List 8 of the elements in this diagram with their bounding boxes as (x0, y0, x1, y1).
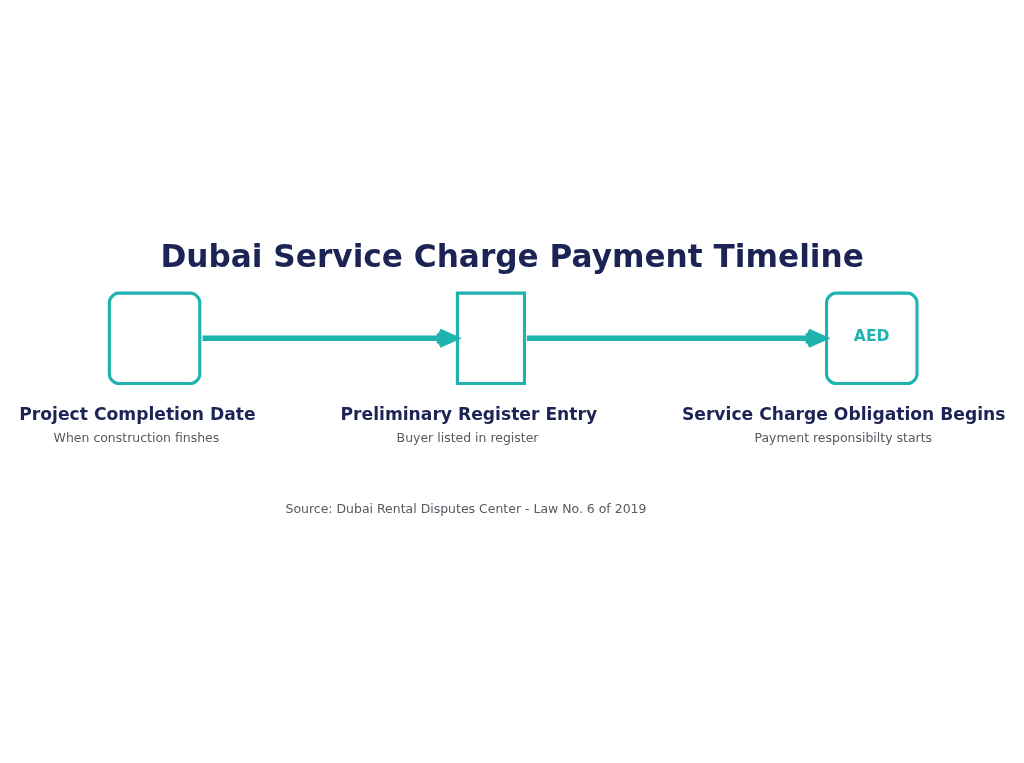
node-label: Payment responsibilty starts (754, 429, 933, 445)
node-label: Project Completion Date (19, 403, 256, 424)
caption: Source: Dubai Rental Disputes Center - Law No. 6 of 2019 (285, 500, 647, 516)
node-label: Buyer listed in register (396, 429, 539, 445)
node-label: When construction finshes (53, 429, 220, 445)
node-label: Service Charge Obligation Begins (681, 403, 1006, 424)
diagram-title: Dubai Service Charge Payment Timeline (160, 237, 864, 274)
node-label: Preliminary Register Entry (340, 403, 598, 424)
